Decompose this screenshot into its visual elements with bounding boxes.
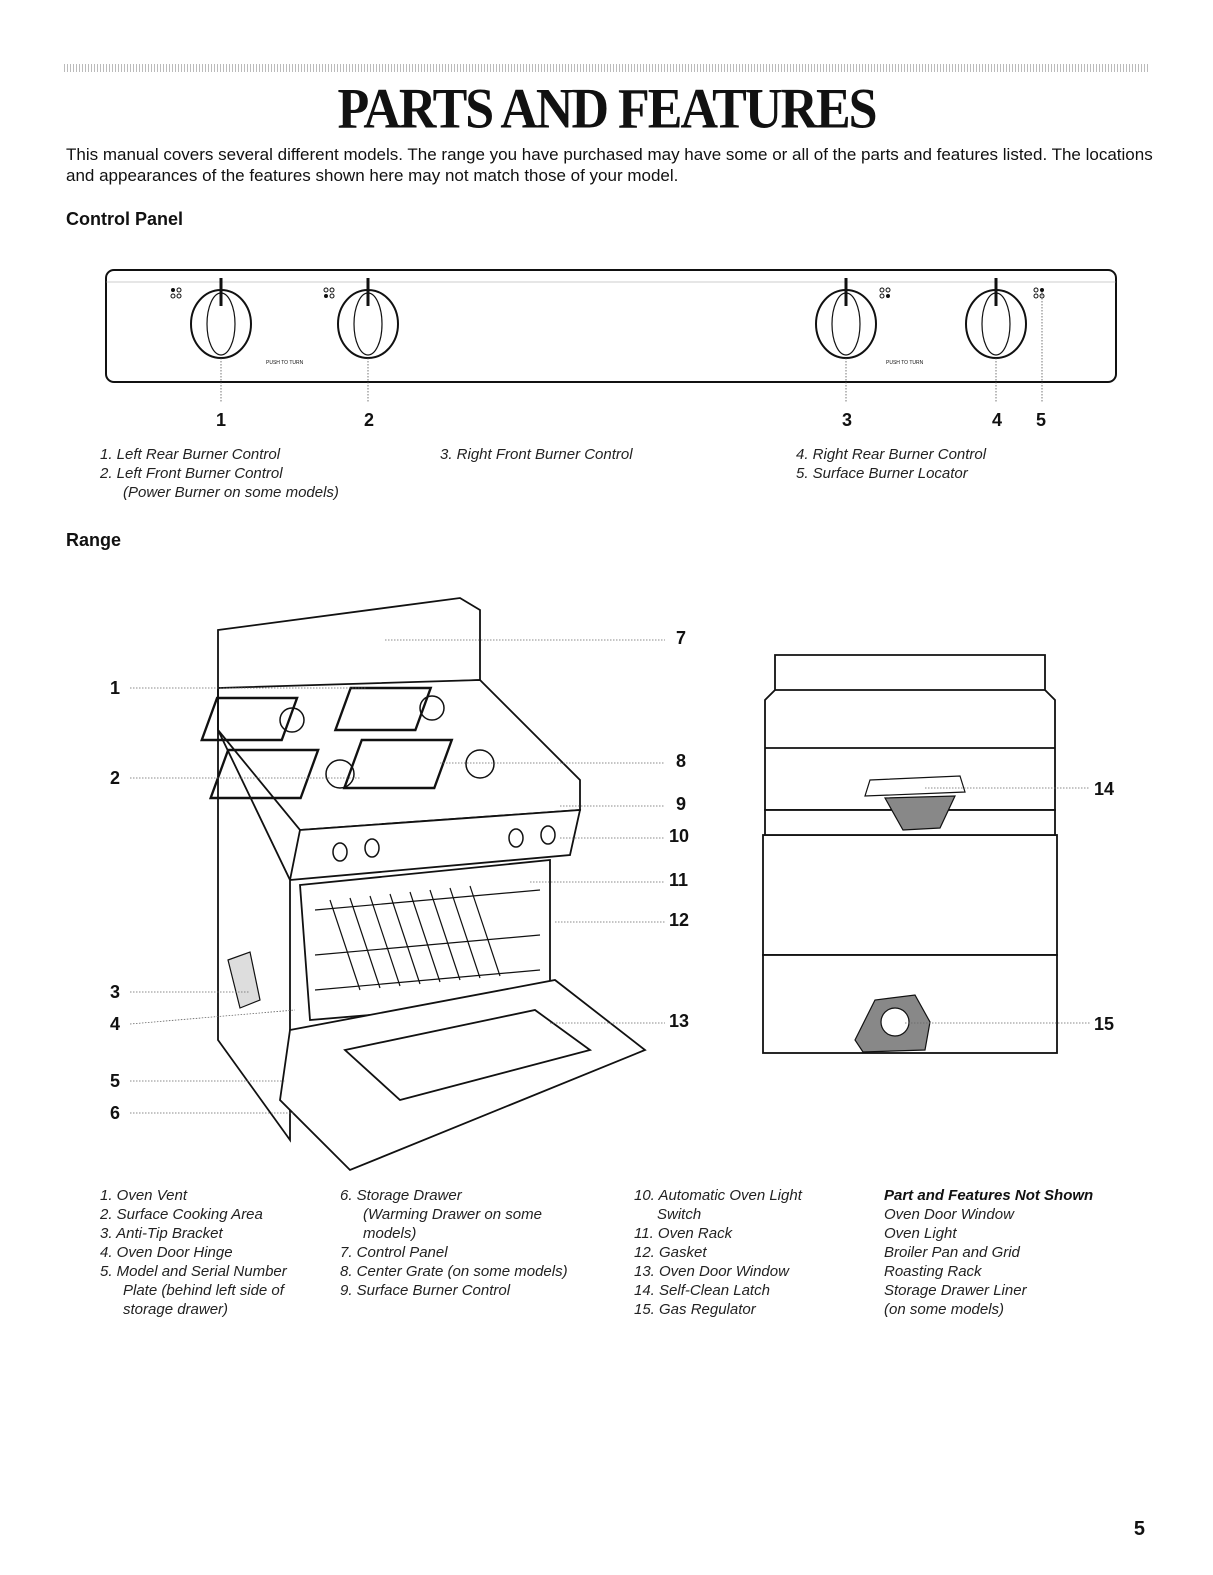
caption: 5. Surface Burner Locator [796, 465, 968, 482]
caption: 11. Oven Rack [634, 1225, 733, 1242]
caption: 4. Right Rear Burner Control [796, 446, 987, 463]
range-callout-14: 14 [1094, 779, 1115, 799]
range-callout-3: 3 [110, 982, 121, 1002]
cp-callout-4: 4 [992, 410, 1003, 430]
caption: storage drawer) [123, 1301, 229, 1318]
range-captions-col3: 10. Automatic Oven Light Switch 11. Oven… [634, 1186, 802, 1319]
caption: 6. Storage Drawer [340, 1187, 462, 1204]
caption: 3. Anti-Tip Bracket [100, 1225, 223, 1242]
intro-paragraph: This manual covers several different mod… [66, 145, 1153, 185]
control-panel-captions-col3: 4. Right Rear Burner Control 5. Surface … [796, 445, 986, 483]
range-callout-1: 1 [110, 678, 121, 698]
caption: 10. Automatic Oven Light [634, 1187, 802, 1204]
range-captions-col1: 1. Oven Vent 2. Surface Cooking Area 3. … [100, 1186, 287, 1319]
caption: 15. Gas Regulator [634, 1301, 756, 1318]
cp-callout-2: 2 [364, 410, 375, 430]
knob-1 [170, 278, 252, 359]
caption: models) [363, 1225, 417, 1242]
cp-callout-3: 3 [842, 410, 853, 430]
range-callout-7: 7 [676, 628, 687, 648]
caption: Oven Light [884, 1225, 957, 1242]
control-panel-captions-col2: 3. Right Front Burner Control [440, 445, 633, 464]
range-captions-col2: 6. Storage Drawer (Warming Drawer on som… [340, 1186, 568, 1300]
range-captions-col4: Part and Features Not Shown Oven Door Wi… [884, 1186, 1093, 1319]
range-callout-10: 10 [669, 826, 690, 846]
caption: 7. Control Panel [340, 1244, 448, 1261]
control-panel-captions-col1: 1. Left Rear Burner Control 2. Left Fron… [100, 445, 339, 502]
page-number: 5 [1133, 1518, 1145, 1540]
push-to-turn-label-right: PUSH TO TURN [886, 360, 924, 366]
range-side-illustration [762, 654, 1090, 1054]
caption: 8. Center Grate (on some models) [340, 1263, 568, 1280]
range-callout-13: 13 [669, 1011, 690, 1031]
range-callout-15: 15 [1094, 1014, 1115, 1034]
knob-3 [815, 278, 891, 359]
push-to-turn-label-left: PUSH TO TURN [266, 360, 304, 366]
range-callout-2: 2 [110, 768, 121, 788]
control-panel-heading: Control Panel [66, 209, 184, 229]
caption: Oven Door Window [884, 1206, 1014, 1223]
caption: 1. Left Rear Burner Control [100, 446, 281, 463]
range-callout-9: 9 [676, 794, 687, 814]
caption: (Power Burner on some models) [123, 484, 339, 501]
caption: (on some models) [884, 1301, 1005, 1318]
caption: 3. Right Front Burner Control [440, 446, 633, 463]
caption: 4. Oven Door Hinge [100, 1244, 233, 1261]
caption: Broiler Pan and Grid [884, 1244, 1020, 1261]
caption: 5. Model and Serial Number [100, 1263, 287, 1280]
caption: 14. Self-Clean Latch [634, 1282, 770, 1299]
cp-callout-1: 1 [216, 410, 227, 430]
range-callout-11: 11 [669, 870, 689, 890]
range-callout-8: 8 [676, 751, 687, 771]
caption: (Warming Drawer on some [363, 1206, 542, 1223]
range-callout-4: 4 [110, 1014, 121, 1034]
not-shown-heading: Part and Features Not Shown [884, 1187, 1094, 1204]
caption: Plate (behind left side of [123, 1282, 284, 1299]
caption: 1. Oven Vent [100, 1187, 187, 1204]
caption: 12. Gasket [634, 1244, 707, 1261]
cp-callout-5: 5 [1036, 410, 1047, 430]
range-illustration [129, 597, 665, 1172]
page-title: PARTS AND FEATURES [337, 78, 877, 141]
range-callout-6: 6 [110, 1103, 121, 1123]
control-panel-illustration: PUSH TO TURN PUSH TO TURN [105, 269, 1117, 402]
range-heading: Range [66, 530, 122, 550]
range-callout-12: 12 [669, 910, 690, 930]
caption: Storage Drawer Liner [884, 1282, 1027, 1299]
decorative-top-rule [64, 64, 1150, 72]
caption: 13. Oven Door Window [634, 1263, 789, 1280]
caption: Roasting Rack [884, 1263, 982, 1280]
range-callout-5: 5 [110, 1071, 121, 1091]
caption: 2. Surface Cooking Area [100, 1206, 263, 1223]
caption: Switch [657, 1206, 702, 1223]
caption: 2. Left Front Burner Control [100, 465, 283, 482]
caption: 9. Surface Burner Control [340, 1282, 511, 1299]
